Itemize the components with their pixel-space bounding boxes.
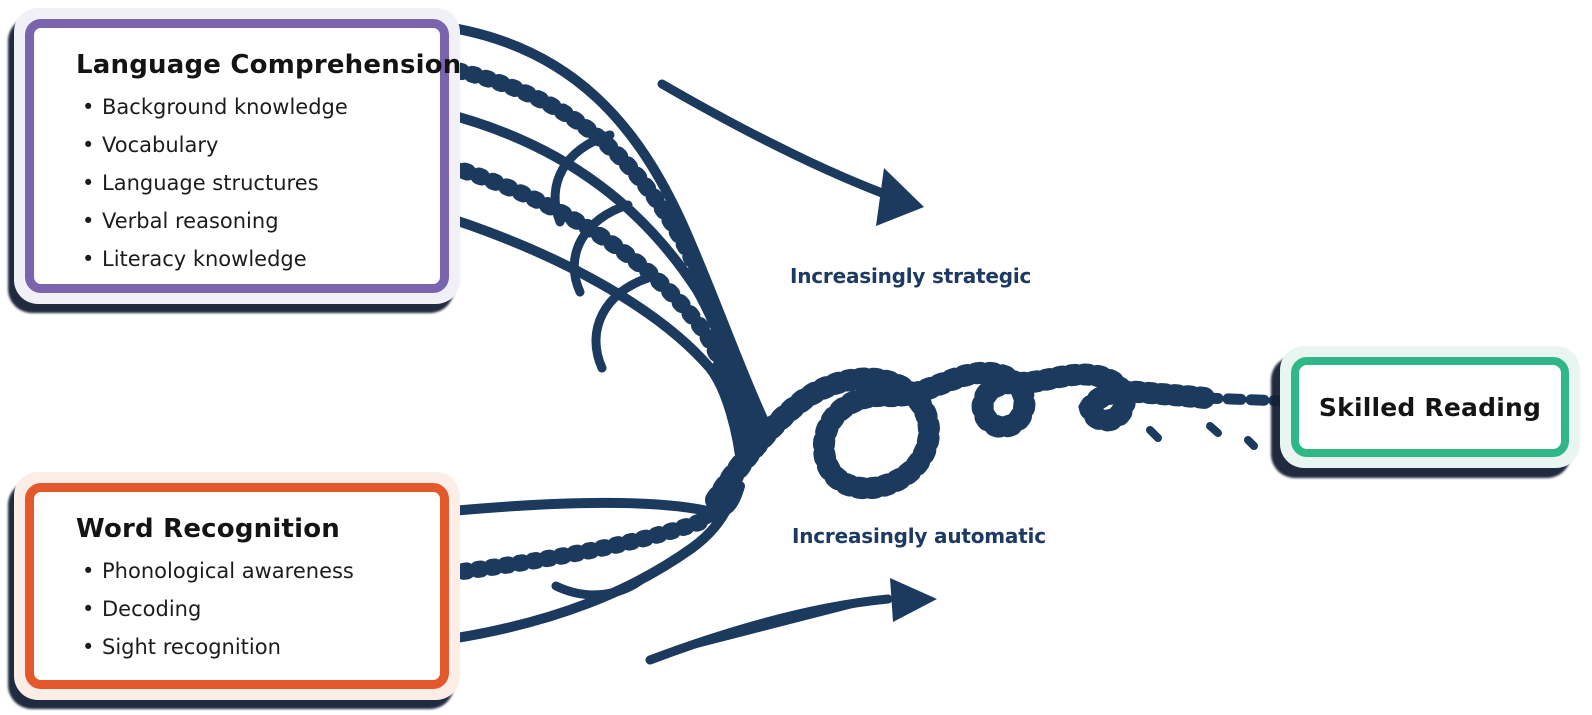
rope-curl: [569, 200, 633, 297]
rope-fray: [1244, 436, 1258, 450]
rope-curl: [551, 571, 651, 600]
list-item-label: Sight recognition: [102, 635, 281, 659]
list-item: Phonological awareness: [82, 552, 440, 590]
skilled-reading-title: Skilled Reading: [1318, 392, 1542, 422]
word-recognition-halo: Word Recognition Phonological awareness …: [14, 472, 460, 700]
rope-fray: [1206, 422, 1222, 437]
arrow-shaft: [657, 79, 887, 198]
list-item: Background knowledge: [82, 88, 440, 126]
word-recognition-title: Word Recognition: [76, 514, 340, 544]
rope-curl: [550, 130, 615, 227]
list-item-label: Background knowledge: [102, 95, 348, 119]
rope-strand: [435, 481, 745, 518]
rope-curl: [591, 273, 653, 373]
word-recognition-box: Word Recognition Phonological awareness …: [14, 472, 460, 700]
list-item: Vocabulary: [82, 126, 440, 164]
increasingly-automatic-label: Increasingly automatic: [792, 524, 1046, 548]
list-item-label: Language structures: [102, 171, 319, 195]
list-item: Literacy knowledge: [82, 240, 440, 278]
language-comprehension-halo: Language Comprehension Background knowle…: [14, 8, 462, 304]
list-item: Language structures: [82, 164, 440, 202]
list-item-label: Verbal reasoning: [102, 209, 279, 233]
list-item: Decoding: [82, 590, 440, 628]
strategic-arrow: [657, 79, 924, 226]
arrow-head: [890, 578, 937, 622]
rope-texture: [436, 59, 771, 449]
list-item: Verbal reasoning: [82, 202, 440, 240]
list-item-label: Phonological awareness: [102, 559, 354, 583]
rope-texture: [427, 513, 709, 584]
word-recognition-frame: Word Recognition Phonological awareness …: [25, 483, 449, 689]
arrow-head: [876, 168, 924, 226]
language-comprehension-box: Language Comprehension Background knowle…: [14, 8, 462, 304]
rope-braid: [705, 361, 1288, 511]
automatic-arrow: [645, 578, 937, 665]
list-item-label: Vocabulary: [102, 133, 219, 157]
list-item-label: Decoding: [102, 597, 202, 621]
rope-texture: [427, 153, 759, 471]
language-comprehension-title: Language Comprehension: [76, 50, 462, 80]
increasingly-strategic-label: Increasingly strategic: [790, 264, 1032, 288]
language-comprehension-frame: Language Comprehension Background knowle…: [25, 19, 462, 293]
list-item-label: Literacy knowledge: [102, 247, 307, 271]
rope-tail: [1199, 392, 1288, 407]
list-item: Sight recognition: [82, 628, 440, 666]
rope-strand: [425, 497, 735, 647]
top-strands: [425, 21, 773, 477]
word-recognition-list: Phonological awareness Decoding Sight re…: [34, 552, 440, 666]
rope-texture: [705, 361, 1216, 511]
skilled-reading-frame: Skilled Reading: [1291, 357, 1569, 457]
skilled-reading-halo: Skilled Reading: [1280, 346, 1580, 468]
bottom-strands: [425, 481, 745, 647]
language-comprehension-list: Background knowledge Vocabulary Language…: [34, 88, 440, 278]
arrow-shaft: [645, 594, 893, 665]
rope-fray: [1146, 426, 1162, 442]
skilled-reading-box: Skilled Reading: [1280, 346, 1580, 468]
